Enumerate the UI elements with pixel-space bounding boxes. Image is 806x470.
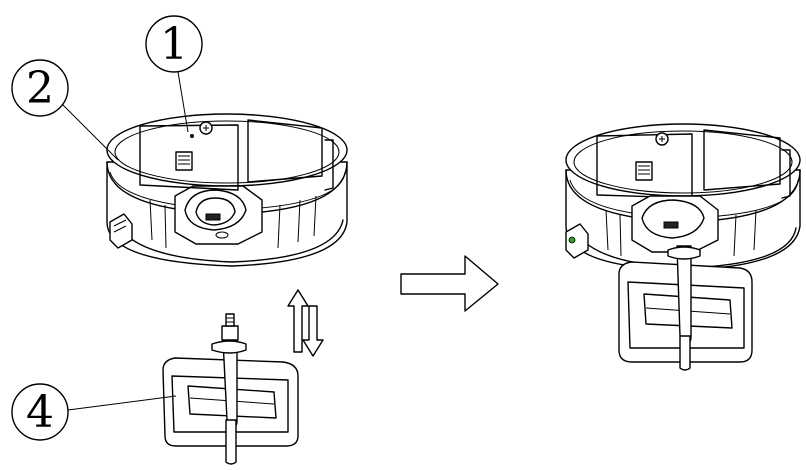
camera-housing-right [565, 123, 801, 271]
callout-2: 2 [11, 59, 119, 161]
callout-1-label: 1 [160, 19, 188, 70]
callout-2-label: 2 [26, 63, 54, 114]
up-down-arrows-icon [287, 289, 324, 357]
callout-4-label: 4 [26, 387, 54, 438]
camera-housing-left [106, 113, 348, 267]
callout-4: 4 [11, 383, 177, 441]
mount-bracket [162, 313, 299, 465]
callout-1: 1 [145, 15, 203, 133]
screw-icon [199, 121, 213, 135]
right-arrow-icon [400, 255, 499, 312]
mount-bracket-attached [618, 245, 753, 371]
